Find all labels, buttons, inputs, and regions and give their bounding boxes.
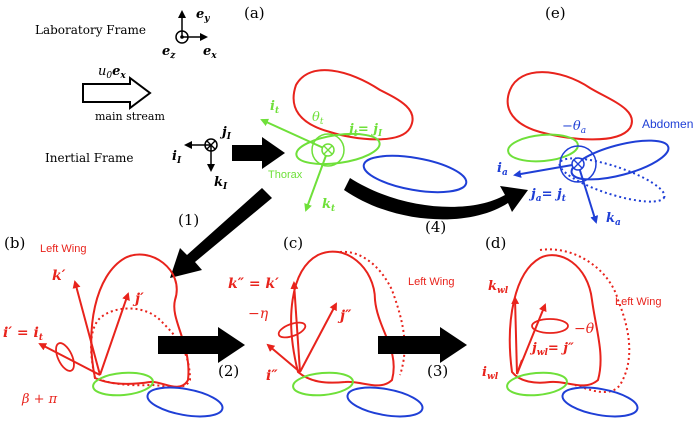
wing-e [506,71,633,141]
abdomen-e-rotated [558,157,666,203]
thorax-e [507,133,579,163]
panel-label-e: (e) [545,4,566,22]
ez-out-icon [175,30,189,44]
it-label: it [270,99,280,116]
c-eta-label: −η [248,306,269,322]
b-kprime-label: k′ [52,268,66,284]
ex-label: ex [203,44,217,61]
kt-label: kt [322,197,336,214]
iI-label: iI [172,149,182,166]
jI-label: jI [219,125,232,142]
left-wing-label-b: Left Wing [40,243,86,255]
step-3-label: (3) [427,362,448,380]
arrow-4-icon [344,178,528,220]
jI-into-icon [204,138,218,152]
panel-label-c: (c) [283,234,303,252]
kI-label: kI [214,175,228,192]
b-jprime-label: j′ [132,291,144,307]
wing-c [290,250,395,387]
panel-b-wing [38,253,224,418]
laboratory-frame-label: Laboratory Frame [35,23,146,37]
lab-axes [175,10,208,44]
panel-label-a: (a) [244,4,265,22]
d-theta-label: −θ [574,321,595,337]
thorax-a [295,132,381,166]
arrow-1-icon [170,188,272,278]
c-kdoubleprime-label: k″ = k′ [228,276,279,292]
panel-label-d: (d) [485,234,506,252]
wing-d-rotated [539,248,631,394]
wing-d [508,254,602,387]
main-stream-label: main stream [95,110,165,123]
panel-a-insect [260,69,468,212]
d-jwl-label: jwl= j″ [529,341,574,358]
abdomen-label: Abdomen [642,117,693,131]
arrow-3-icon [378,327,467,363]
step-4-label: (4) [425,218,446,236]
ez-label: ez [162,44,176,61]
left-wing-label-c: Left Wing [408,276,454,288]
ja-eq-jt-label: ja= jt [528,187,567,204]
inertial-frame-label: Inertial Frame [45,151,133,165]
arrow-2-icon [158,327,245,363]
left-wing-label-d: Left Wing [615,296,661,308]
jt-eq-jI-label: jt= jI [346,122,383,139]
theta-a-label: −θa [562,119,586,136]
ka-label: ka [606,211,621,228]
panel-d-wing [506,248,639,418]
main-stream-arrow-icon [82,76,152,110]
b-beta-label: β + π [21,392,58,407]
d-iwl-label: iwl [482,365,499,382]
panel-e-insect [506,71,670,224]
arrow-to-a-icon [232,137,285,169]
panel-label-b: (b) [4,234,25,252]
step-2-label: (2) [218,362,239,380]
step-1-label: (1) [178,211,199,229]
c-idoubleprime-label: i″ [266,368,278,384]
ey-label: ey [196,7,210,24]
b-iprime-label: i′ = it [3,325,44,343]
abdomen-a [362,154,468,194]
wing-a [292,69,414,141]
theta-t-label: θt [312,110,324,127]
wing-b [90,253,190,388]
abdomen-e [570,139,670,181]
inertial-axes [184,138,218,172]
thorax-label: Thorax [268,169,303,181]
ia-label: ia [497,161,508,178]
wing-b-rotated [90,307,192,388]
c-jdoubleprime-label: j″ [337,308,352,324]
d-kwl-label: kwl [488,279,509,296]
u0-ex-label: u0ex [98,64,126,81]
